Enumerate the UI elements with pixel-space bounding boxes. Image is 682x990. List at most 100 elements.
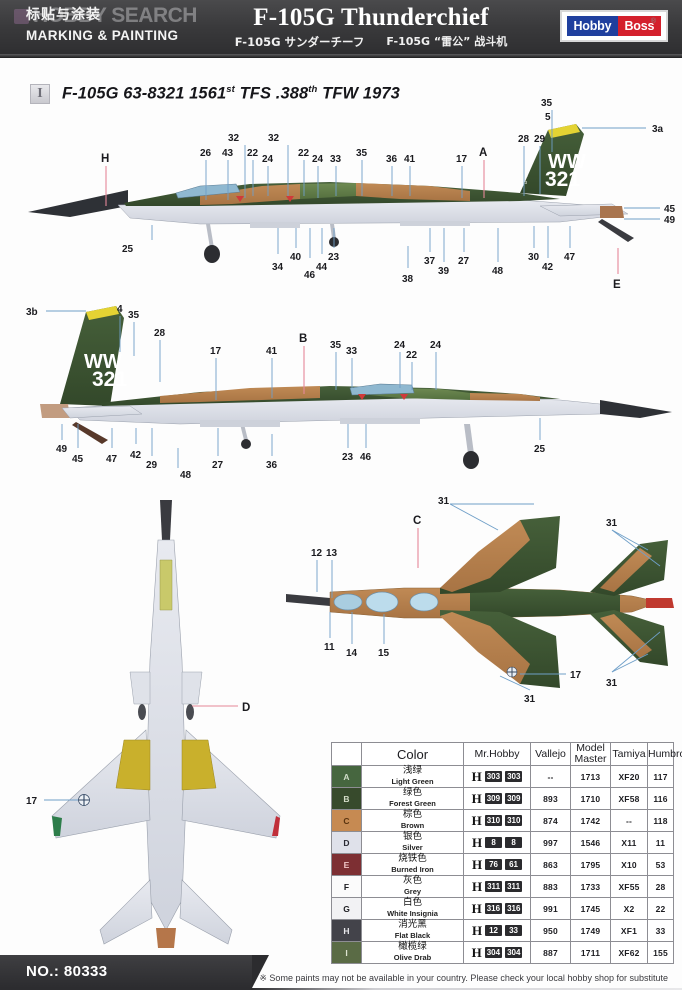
callout-36-v2: 36 bbox=[266, 460, 278, 471]
mr-hobby-prefix: H bbox=[471, 944, 482, 960]
vallejo-code: 950 bbox=[531, 920, 571, 941]
humbrol-code: 117 bbox=[653, 771, 668, 782]
tail-code-view1: WW bbox=[548, 151, 586, 173]
color-name-en: Silver bbox=[402, 843, 423, 852]
callout-27-v1: 27 bbox=[458, 256, 470, 267]
mr-hobby-code-1: 8 bbox=[485, 837, 503, 848]
callout-24b: 24 bbox=[312, 154, 324, 165]
callout-28-v2: 28 bbox=[154, 328, 166, 339]
mr-hobby-code-2: 33 bbox=[505, 925, 523, 936]
color-name-cn: 浅绿 bbox=[402, 765, 422, 776]
color-name-en: Brown bbox=[400, 821, 425, 830]
header-english-title: MARKING & PAINTING bbox=[26, 28, 179, 43]
view1-callouts: H 25 26 43 32 22 24 32 22 24 3 bbox=[101, 98, 676, 291]
callout-25: 25 bbox=[122, 244, 134, 255]
callout-24-v2a: 24 bbox=[394, 340, 406, 351]
callout-letter-B: B bbox=[299, 333, 307, 345]
humbrol-code: 53 bbox=[655, 859, 666, 870]
vallejo-code: 874 bbox=[531, 810, 571, 831]
color-name-cn: 银色 bbox=[402, 831, 422, 842]
model-master-code: 1742 bbox=[571, 810, 611, 831]
scheme-description: F-105G 63-8321 1561st TFS .388th TFW 197… bbox=[62, 84, 400, 103]
mr-hobby-prefix: H bbox=[471, 812, 482, 828]
view-bottom-plan: D 17 bbox=[26, 500, 281, 948]
tamiya-code: X11 bbox=[611, 832, 648, 853]
callout-17-v2: 17 bbox=[210, 346, 222, 357]
mr-hobby-code-1: 12 bbox=[485, 925, 503, 936]
scheme-title-row: I F-105G 63-8321 1561st TFS .388th TFW 1… bbox=[30, 84, 400, 104]
kit-number-tab: NO.: 80333 bbox=[0, 955, 269, 988]
view4-callouts: D 17 bbox=[26, 702, 250, 807]
mr-hobby-code-1: 76 bbox=[485, 859, 503, 870]
color-key-swatch: B bbox=[332, 788, 362, 809]
callout-31-c: 31 bbox=[606, 678, 618, 689]
tamiya-code: XF62 bbox=[611, 942, 648, 963]
color-name-en: Burned Iron bbox=[391, 865, 434, 874]
callout-49-v1: 49 bbox=[664, 215, 676, 226]
mr-hobby-code-2: 304 bbox=[505, 947, 523, 958]
callout-4: 4 bbox=[117, 304, 123, 315]
callout-32a: 32 bbox=[228, 133, 240, 144]
callout-17-v1: 17 bbox=[456, 154, 468, 165]
kit-number: NO.: 80333 bbox=[26, 963, 108, 980]
callout-45-v1: 45 bbox=[664, 204, 676, 215]
view-top-plan: 12 13 11 14 15 C 31 31 31 bbox=[286, 496, 674, 705]
header-chinese-title: 标贴与涂装 bbox=[26, 7, 101, 23]
callout-3b: 3b bbox=[26, 307, 38, 318]
mr-hobby-code-2: 61 bbox=[505, 859, 523, 870]
callout-41: 41 bbox=[404, 154, 416, 165]
mr-hobby-prefix: H bbox=[471, 922, 483, 938]
callout-25-v2: 25 bbox=[534, 444, 546, 455]
callout-3a: 3a bbox=[652, 124, 664, 135]
header-left-block: 标贴与涂装 MARKING & PAINTING bbox=[26, 6, 226, 46]
view2-callouts: 3b 4 35 28 17 41 B 35 33 24 22 bbox=[26, 304, 546, 481]
color-name-en: White Insignia bbox=[387, 909, 438, 918]
mr-hobby-code-2: 316 bbox=[505, 903, 523, 914]
callout-43: 43 bbox=[222, 148, 234, 159]
model-master-code: 1745 bbox=[571, 898, 611, 919]
logo-text-left: Hobby bbox=[573, 19, 612, 33]
color-name-en: Forest Green bbox=[389, 799, 436, 808]
mr-hobby-prefix: H bbox=[471, 900, 482, 916]
hobbyboss-logo: Hobby Boss ® bbox=[560, 10, 668, 42]
color-name-cn: 消光黑 bbox=[398, 919, 427, 930]
callout-29-v2: 29 bbox=[146, 460, 158, 471]
tail-number-view1: 321 bbox=[545, 168, 580, 191]
model-master-code: 1795 bbox=[571, 854, 611, 875]
vallejo-code: -- bbox=[531, 766, 571, 787]
humbrol-code: 22 bbox=[655, 903, 666, 914]
tail-code-view2: WW bbox=[84, 351, 122, 373]
callout-17-v3: 17 bbox=[570, 670, 582, 681]
callout-40: 40 bbox=[290, 252, 302, 263]
humbrol-code: 33 bbox=[655, 925, 666, 936]
callout-15: 15 bbox=[378, 648, 390, 659]
model-master-code: 1713 bbox=[571, 766, 611, 787]
callout-47-v2: 47 bbox=[106, 454, 118, 465]
mr-hobby-prefix: H bbox=[471, 768, 482, 784]
color-key-swatch: C bbox=[332, 810, 362, 831]
tamiya-code: -- bbox=[611, 810, 648, 831]
callout-31-d: 31 bbox=[524, 694, 536, 705]
callout-letter-A: A bbox=[479, 147, 487, 159]
model-master-code: 1546 bbox=[571, 832, 611, 853]
